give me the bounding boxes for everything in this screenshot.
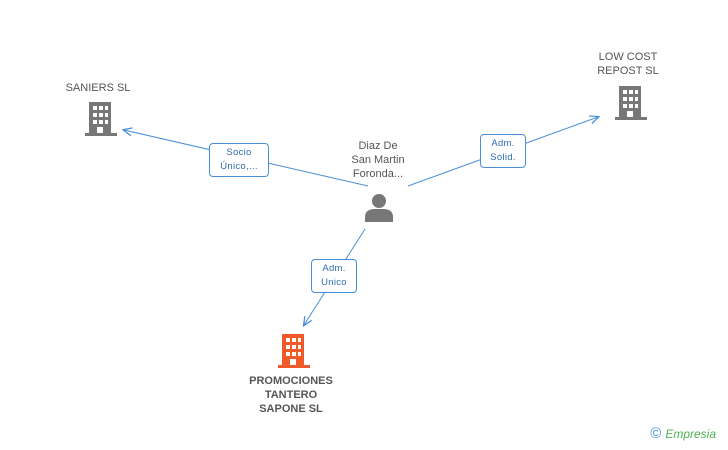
brand-watermark: ©Empresia <box>650 425 716 442</box>
edge-label-line: Adm. <box>491 138 515 149</box>
edge-label-adm-unico[interactable]: Adm. Unico <box>311 259 357 293</box>
node-label-saniers[interactable]: SANIERS SL <box>48 81 148 95</box>
edge-label-line: Solid. <box>490 152 516 163</box>
edge-label-line: Unico <box>321 277 347 288</box>
node-label-line: REPOST SL <box>597 65 659 77</box>
brand-logo: Empresia <box>665 427 716 441</box>
node-label-line: San Martin <box>351 154 405 166</box>
person-icon[interactable] <box>364 192 394 222</box>
node-label-line: Diaz De <box>358 140 398 152</box>
edge-label-line: Único,... <box>220 161 258 172</box>
edge-label-line: Socio <box>226 147 252 158</box>
node-label-line: TANTERO <box>264 389 318 401</box>
node-label-line: LOW COST <box>598 51 658 63</box>
edge-label-socio[interactable]: Socio Único,... <box>209 143 269 177</box>
node-label-lowcost[interactable]: LOW COST REPOST SL <box>578 50 678 78</box>
building-icon[interactable] <box>278 334 310 368</box>
node-label-person[interactable]: Diaz De San Martin Foronda... <box>328 139 428 181</box>
node-label-line: Foronda... <box>352 168 404 180</box>
edge-label-adm-solid[interactable]: Adm. Solid. <box>480 134 526 168</box>
building-icon[interactable] <box>85 102 117 136</box>
copyright-symbol: © <box>650 425 662 442</box>
node-label-line: SANIERS SL <box>65 82 131 94</box>
edge-label-line: Adm. <box>322 263 346 274</box>
node-label-line: PROMOCIONES <box>249 375 333 387</box>
building-icon[interactable] <box>615 86 647 120</box>
node-label-promociones[interactable]: PROMOCIONES TANTERO SAPONE SL <box>231 374 351 416</box>
node-label-line: SAPONE SL <box>259 403 323 415</box>
